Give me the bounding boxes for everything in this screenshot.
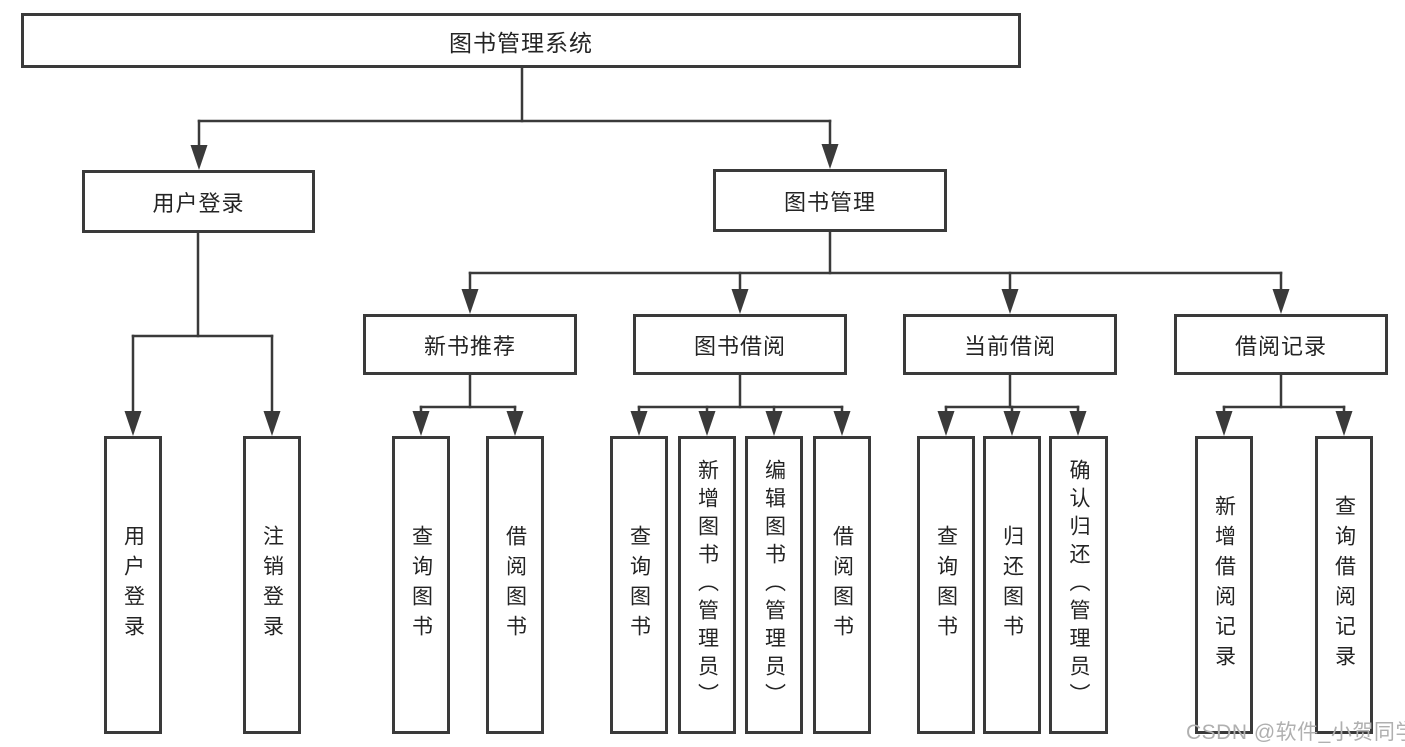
node-label: 借阅图书 [830, 525, 854, 645]
node-label: 注销登录 [260, 525, 284, 645]
leaf-query-borrow-record: 查询借阅记录 [1315, 436, 1373, 734]
leaf-user-login: 用户登录 [104, 436, 162, 734]
leaf-return-books: 归还图书 [983, 436, 1041, 734]
node-library-system: 图书管理系统 [21, 13, 1021, 68]
node-borrowing-records: 借阅记录 [1174, 314, 1388, 375]
leaf-confirm-return-admin: 确认归还（管理员） [1049, 436, 1108, 734]
leaf-borrow-books-borrowing: 借阅图书 [813, 436, 871, 734]
node-label: 归还图书 [1000, 525, 1024, 645]
node-label: 新增借阅记录 [1212, 495, 1236, 675]
node-label: 借阅图书 [503, 525, 527, 645]
node-label: 新书推荐 [423, 333, 516, 359]
watermark: CSDN @软件_小贺同学 [1186, 721, 1405, 744]
node-new-book-recommendation: 新书推荐 [363, 314, 577, 375]
leaf-query-books-borrowing: 查询图书 [610, 436, 668, 734]
node-label: 图书借阅 [693, 333, 786, 359]
node-label: 查询借阅记录 [1332, 495, 1356, 675]
node-label: 用户登录 [152, 190, 245, 216]
node-label: 当前借阅 [963, 333, 1056, 359]
leaf-logout: 注销登录 [243, 436, 301, 734]
node-book-borrowing: 图书借阅 [633, 314, 847, 375]
node-label: 查询图书 [409, 525, 433, 645]
node-label: 查询图书 [627, 525, 651, 645]
node-label: 借阅记录 [1234, 333, 1327, 359]
leaf-add-book-admin: 新增图书（管理员） [678, 436, 736, 734]
node-label: 编辑图书（管理员） [762, 459, 786, 711]
leaf-query-books-recommend: 查询图书 [392, 436, 450, 734]
node-label: 查询图书 [934, 525, 958, 645]
leaf-borrow-books-recommend: 借阅图书 [486, 436, 544, 734]
leaf-edit-book-admin: 编辑图书（管理员） [745, 436, 803, 734]
node-user-login: 用户登录 [82, 170, 315, 233]
leaf-query-books-current: 查询图书 [917, 436, 975, 734]
node-label: 图书管理 [783, 189, 876, 215]
leaf-add-borrow-record: 新增借阅记录 [1195, 436, 1253, 734]
node-book-management: 图书管理 [713, 169, 947, 232]
node-current-borrowing: 当前借阅 [903, 314, 1117, 375]
node-label: 图书管理系统 [449, 29, 593, 56]
node-label: 用户登录 [121, 525, 145, 645]
node-label: 确认归还（管理员） [1067, 459, 1090, 711]
node-label: 新增图书（管理员） [695, 459, 719, 711]
